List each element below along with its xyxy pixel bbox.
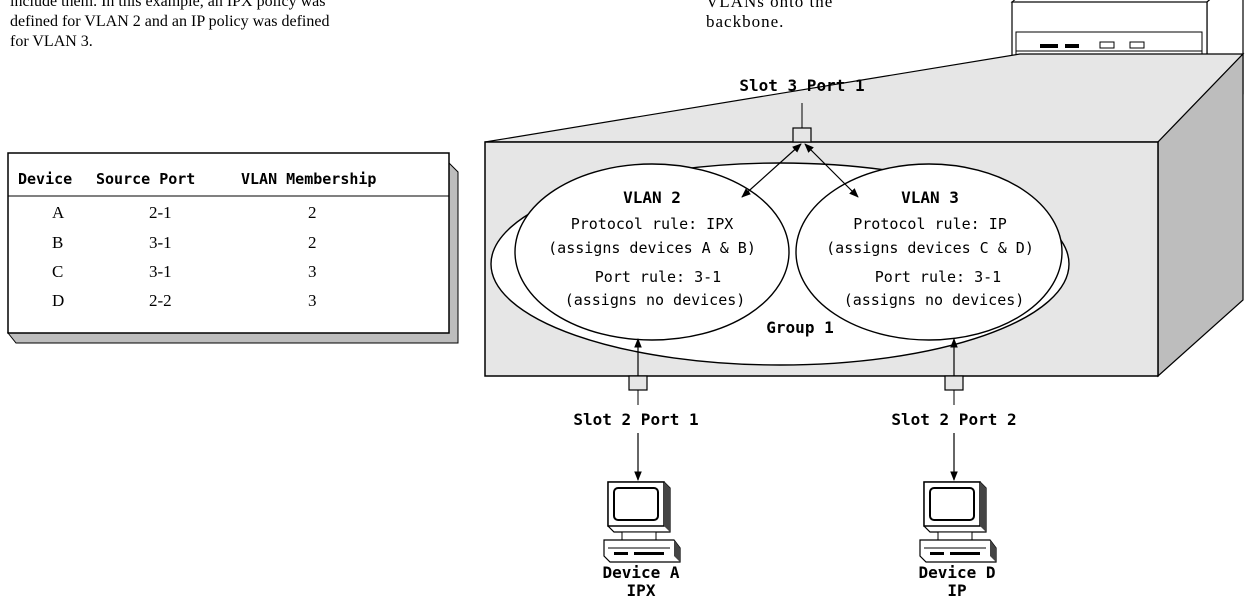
table-header-source-port: Source Port [96, 170, 195, 188]
port-label-top: Slot 3 Port 1 [739, 76, 864, 95]
vlan-2-ellipse [514, 163, 790, 341]
cell-device: A [52, 203, 65, 222]
vlan-2-protocol-assign: (assigns devices A & B) [548, 239, 756, 257]
table-header-vlan-membership: VLAN Membership [241, 170, 376, 188]
vlan-3-block: VLAN 3 Protocol rule: IP (assigns device… [826, 188, 1034, 309]
table-frame [7, 152, 450, 334]
cell-device: D [52, 291, 64, 310]
cell-source-port: 2-1 [149, 203, 172, 222]
vlan-2-port-rule: Port rule: 3-1 [595, 268, 721, 286]
cell-source-port: 2-2 [149, 291, 172, 310]
callout-text: VLANs onto the backbone. [706, 0, 866, 32]
vlan-3-ellipse [795, 163, 1063, 341]
cell-vlan: 2 [308, 203, 317, 222]
table-header-device: Device [18, 170, 72, 188]
intro-line: include them. In this example, an IPX po… [10, 0, 326, 10]
computer-icon [603, 481, 681, 563]
vlan-2-uplink-arrow [741, 143, 802, 198]
port-label-bottom-right: Slot 2 Port 2 [891, 410, 1016, 429]
intro-text: include them. In this example, an IPX po… [10, 0, 350, 52]
vlan-2-protocol-rule: Protocol rule: IPX [571, 215, 734, 233]
cell-vlan: 3 [308, 291, 317, 310]
port-label-bottom-left: Slot 2 Port 1 [573, 410, 698, 429]
device-a-name: Device A [602, 563, 679, 582]
table-row: B 3-1 2 [52, 233, 317, 252]
vlan-2-title: VLAN 2 [623, 188, 681, 207]
port-slot2-1 [628, 375, 648, 391]
vlan-3-port-rule: Port rule: 3-1 [875, 268, 1001, 286]
device-d-name: Device D [918, 563, 995, 582]
vlan-3-protocol-assign: (assigns devices C & D) [826, 239, 1034, 257]
callout-line: backbone. [706, 12, 785, 31]
table-row: C 3-1 3 [52, 262, 317, 281]
cell-source-port: 3-1 [149, 262, 172, 281]
table-row: A 2-1 2 [52, 203, 317, 222]
vlan-2-block: VLAN 2 Protocol rule: IPX (assigns devic… [548, 188, 756, 309]
cell-source-port: 3-1 [149, 233, 172, 252]
computer-icon [919, 481, 997, 563]
cell-vlan: 2 [308, 233, 317, 252]
table-row: D 2-2 3 [52, 291, 317, 310]
membership-table: Device Source Port VLAN Membership A 2-1… [6, 152, 459, 344]
vlan-3-title: VLAN 3 [901, 188, 959, 207]
intro-line: for VLAN 3. [10, 33, 93, 50]
vlan-3-uplink-arrow [804, 143, 859, 198]
intro-line: defined for VLAN 2 and an IP policy was … [10, 13, 330, 30]
port-slot2-2 [944, 375, 964, 391]
port-slot3-1 [792, 127, 812, 143]
group-1-label: Group 1 [766, 318, 833, 337]
vlan-2-port-assign: (assigns no devices) [565, 291, 746, 309]
device-d-protocol: IP [947, 581, 966, 600]
cell-vlan: 3 [308, 262, 317, 281]
callout-line: VLANs onto the [706, 0, 834, 11]
vlan-3-protocol-rule: Protocol rule: IP [853, 215, 1007, 233]
device-a-protocol: IPX [627, 581, 656, 600]
vlan-3-port-assign: (assigns no devices) [844, 291, 1025, 309]
cell-device: B [52, 233, 63, 252]
cell-device: C [52, 262, 63, 281]
